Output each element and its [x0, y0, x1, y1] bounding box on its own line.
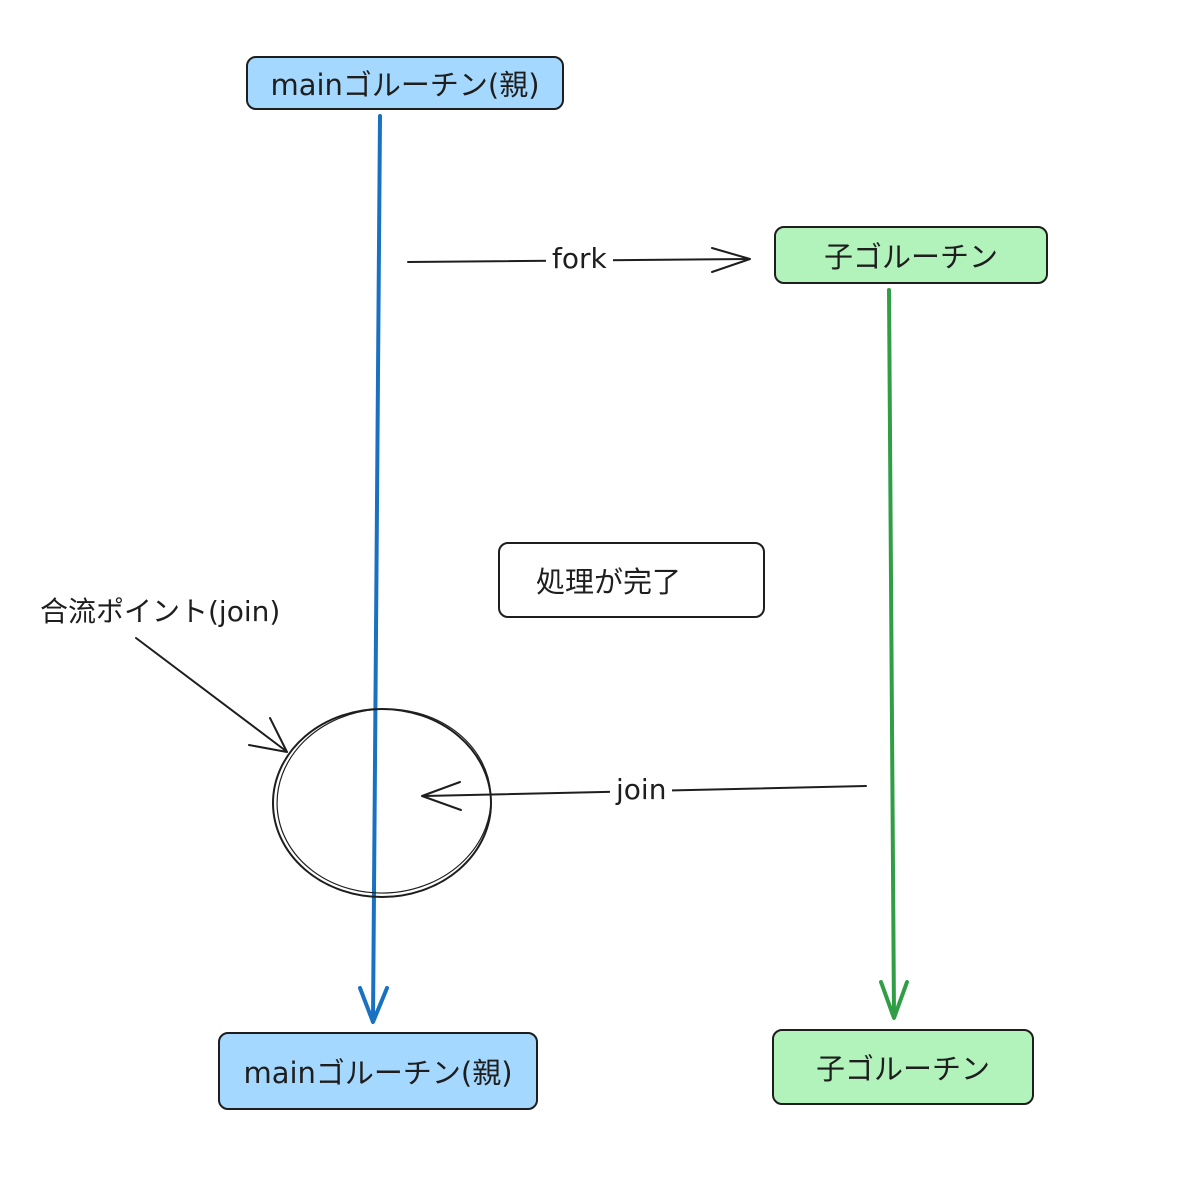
- join-arrowhead: [421, 781, 462, 811]
- child-goroutine-bottom-node: 子ゴルーチン: [772, 1029, 1034, 1105]
- join-annotation-arrow: [135, 637, 287, 752]
- child-lifeline: [887, 288, 896, 1018]
- join-point-circle: [272, 708, 492, 898]
- join-point-circle-sketch: [276, 708, 492, 894]
- main-goroutine-bottom-node: mainゴルーチン(親): [218, 1032, 538, 1110]
- parent-lifeline-arrowhead: [358, 986, 389, 1024]
- join-edge-label: join: [610, 773, 673, 806]
- parent-lifeline: [371, 114, 382, 1022]
- processing-complete-node: 処理が完了: [498, 542, 765, 618]
- fork-edge-label: fork: [546, 242, 613, 275]
- fork-arrowhead: [711, 247, 751, 273]
- child-goroutine-top-node: 子ゴルーチン: [774, 226, 1048, 284]
- child-lifeline-arrowhead: [879, 980, 909, 1020]
- join-point-annotation: 合流ポイント(join): [40, 595, 281, 628]
- join-annotation-arrowhead: [248, 717, 288, 753]
- main-goroutine-top-node: mainゴルーチン(親): [246, 56, 564, 110]
